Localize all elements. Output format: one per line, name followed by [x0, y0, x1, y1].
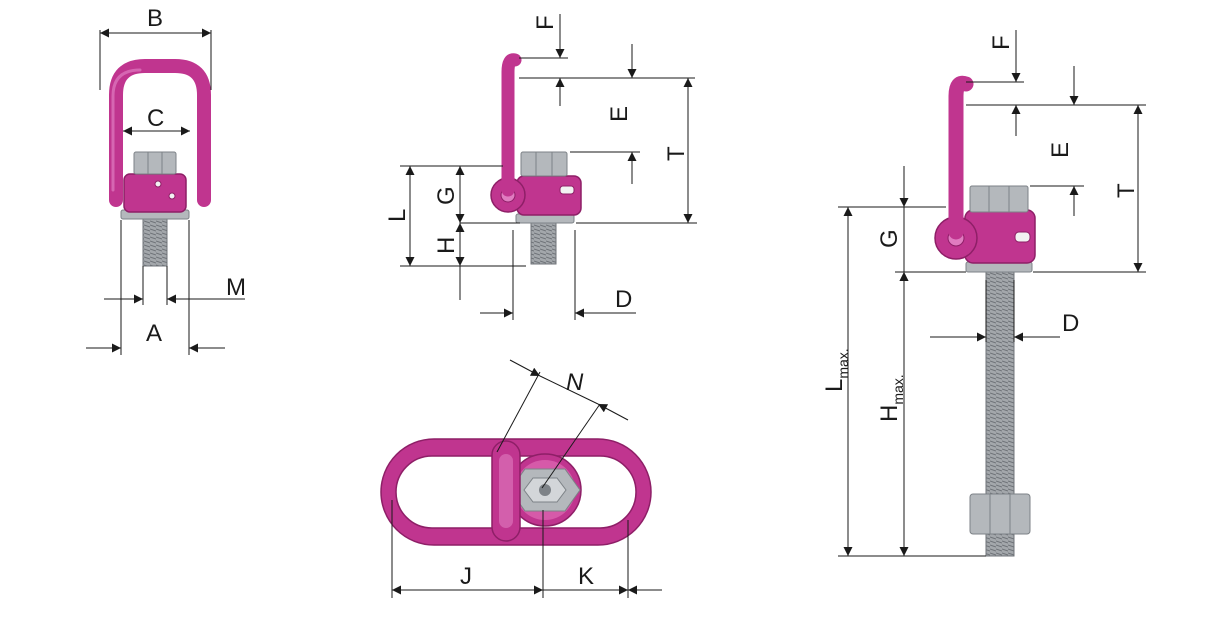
top-view: N J K	[380, 359, 662, 598]
dim-label-L-main: L	[821, 379, 848, 392]
dim-label-D: D	[615, 286, 632, 313]
dim-label-H-max: Hmax.	[876, 374, 906, 422]
dim-label-H-sub: max.	[890, 374, 906, 404]
dim-label-G2: G	[876, 229, 903, 248]
dim-label-D2: D	[1062, 310, 1079, 337]
front-bolt-thread	[142, 217, 168, 267]
dim-label-N: N	[566, 369, 584, 396]
front-swivel-body	[123, 173, 187, 213]
dim-label-E2: E	[1047, 142, 1074, 158]
dim-label-A: A	[146, 320, 162, 347]
dim-label-K: K	[578, 563, 594, 590]
dim-label-H-main: H	[876, 405, 903, 422]
side-view: F E T G L H D	[384, 14, 697, 320]
long-bolt-view: F E T G D Lmax. Hmax.	[821, 30, 1146, 557]
side-swivel-body	[516, 175, 582, 216]
dim-label-L: L	[384, 209, 411, 222]
dim-label-M: M	[226, 274, 246, 301]
dim-label-F2: F	[988, 35, 1015, 50]
dim-label-B: B	[147, 5, 163, 32]
dim-label-F: F	[532, 15, 559, 30]
dim-label-J: J	[460, 563, 472, 590]
dim-label-L-sub: max.	[835, 348, 851, 378]
dim-label-L-max: Lmax.	[821, 348, 851, 392]
front-body-hole	[154, 180, 162, 188]
side-bolt-thread	[530, 221, 557, 265]
long-bolt-nut	[969, 493, 1031, 535]
side-lifting-ring	[501, 53, 522, 197]
dim-label-H: H	[433, 237, 460, 254]
dim-label-T2: T	[1113, 183, 1140, 198]
long-hex-nut	[969, 185, 1029, 213]
side-hex-nut	[520, 151, 568, 177]
long-lifting-ring	[948, 75, 974, 240]
dim-label-E: E	[606, 106, 633, 122]
front-view: B C M A	[86, 5, 246, 355]
front-hex-nut	[133, 151, 177, 175]
dim-label-G: G	[433, 186, 460, 205]
front-body-hole-2	[168, 192, 176, 200]
dim-label-T: T	[663, 146, 690, 161]
front-lifting-ring	[109, 59, 211, 207]
dim-label-C: C	[147, 105, 164, 132]
